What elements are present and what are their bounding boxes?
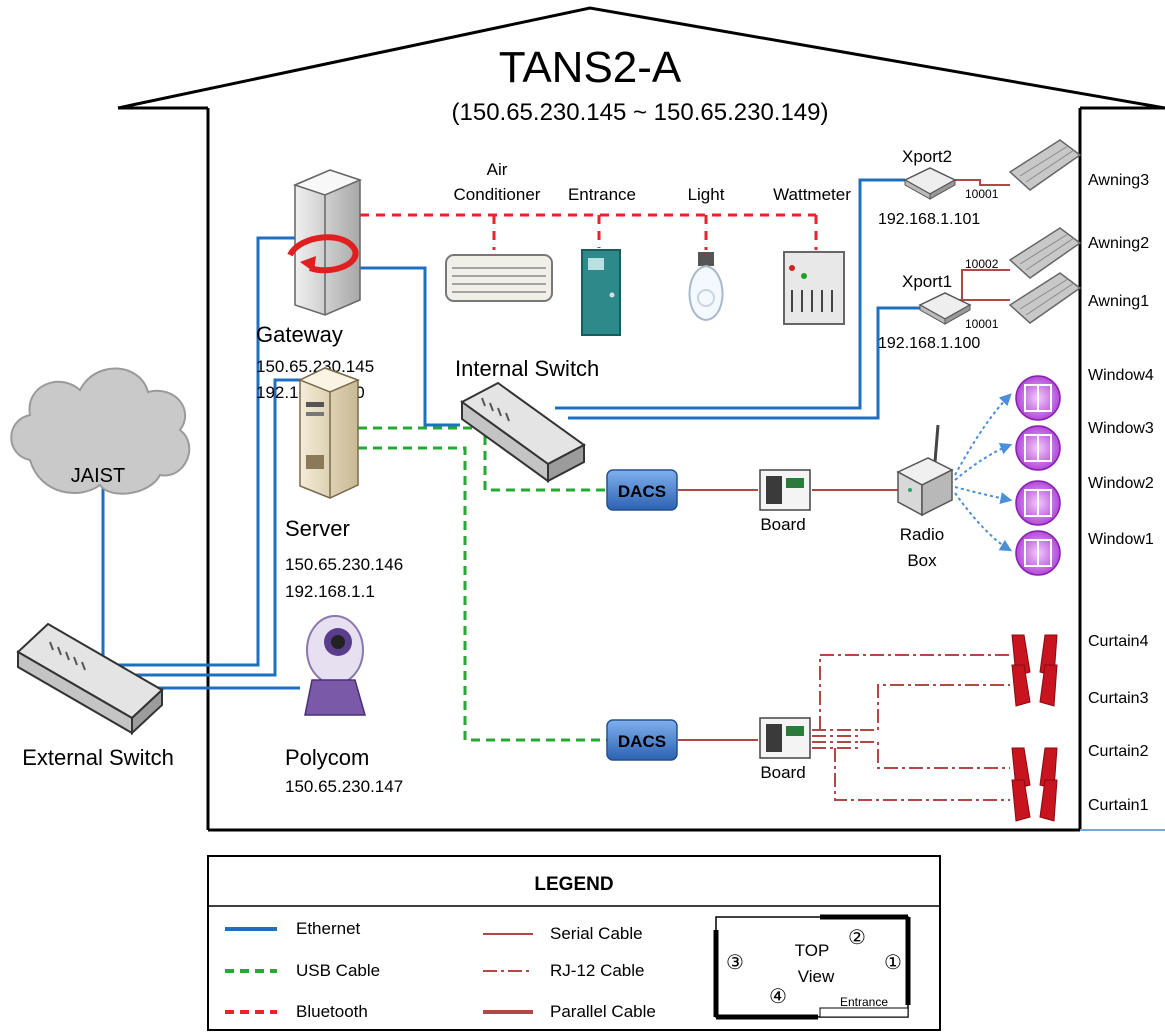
house-outline bbox=[117, 6, 1165, 832]
legend-title: LEGEND bbox=[534, 874, 613, 895]
board-bottom-label: Board bbox=[760, 763, 805, 782]
window-icons bbox=[1015, 375, 1061, 576]
window-label: Window1 bbox=[1088, 531, 1154, 548]
board-bottom-icon bbox=[759, 717, 811, 759]
radio-box-label-1: Radio bbox=[900, 525, 944, 544]
air-conditioner-label-1: Air bbox=[487, 160, 508, 179]
air-conditioner-label-2: Conditioner bbox=[454, 185, 541, 204]
gateway-icon bbox=[287, 169, 363, 316]
svg-text:DACS: DACS bbox=[618, 732, 666, 751]
wattmeter-label: Wattmeter bbox=[773, 185, 851, 204]
legend-bluetooth-label: Bluetooth bbox=[296, 1002, 368, 1021]
awning-label: Awning1 bbox=[1088, 293, 1149, 310]
server-ip1: 150.65.230.146 bbox=[285, 555, 403, 574]
legend-usb-label: USB Cable bbox=[296, 961, 380, 980]
curtain-label: Curtain4 bbox=[1088, 633, 1149, 650]
awning-label: Awning2 bbox=[1088, 235, 1149, 252]
board-top-icon bbox=[759, 469, 811, 511]
top-view-n4: ④ bbox=[769, 986, 787, 1008]
window-icon bbox=[1015, 425, 1061, 471]
polycom-label: Polycom bbox=[285, 745, 369, 770]
house-title: TANS2-A bbox=[499, 43, 682, 92]
xport1-icon bbox=[918, 292, 972, 325]
radio-box-label-2: Box bbox=[907, 551, 937, 570]
dacs-bottom: DACS bbox=[606, 719, 678, 761]
polycom-ip: 150.65.230.147 bbox=[285, 777, 403, 796]
usb-cables bbox=[358, 426, 607, 742]
window-label: Window2 bbox=[1088, 475, 1154, 492]
legend-ethernet-label: Ethernet bbox=[296, 919, 361, 938]
house-ip-range: (150.65.230.145 ~ 150.65.230.149) bbox=[452, 99, 829, 126]
xport2-port: 10001 bbox=[965, 187, 999, 201]
xport2-label: Xport2 bbox=[902, 147, 952, 166]
curtain-label: Curtain3 bbox=[1088, 690, 1149, 707]
top-view-label-1: TOP bbox=[795, 941, 830, 960]
top-view-diagram: TOP View Entrance ① ② ③ ④ bbox=[713, 914, 911, 1020]
server-label: Server bbox=[285, 516, 350, 541]
internal-switch-label: Internal Switch bbox=[455, 356, 599, 381]
radio-box-icon bbox=[896, 424, 954, 517]
jaist-cloud: JAIST bbox=[10, 367, 191, 495]
window-icon bbox=[1015, 530, 1061, 576]
board-top-label: Board bbox=[760, 515, 805, 534]
top-view-n1: ① bbox=[884, 952, 902, 974]
window-label: Window3 bbox=[1088, 420, 1154, 437]
curtain-label: Curtain1 bbox=[1088, 797, 1149, 814]
top-view-entrance: Entrance bbox=[840, 995, 888, 1009]
window-icon bbox=[1015, 480, 1061, 526]
legend-parallel-label: Parallel Cable bbox=[550, 1002, 656, 1021]
entrance-door-icon bbox=[581, 249, 621, 336]
external-switch-icon bbox=[16, 622, 164, 736]
xport1-port-b: 10001 bbox=[965, 317, 999, 331]
window-icon bbox=[1015, 375, 1061, 421]
xport2-icon bbox=[903, 167, 957, 200]
curtain-icons bbox=[1011, 634, 1058, 822]
xport1-label: Xport1 bbox=[902, 272, 952, 291]
gateway-ip1: 150.65.230.145 bbox=[256, 357, 374, 376]
curtain-labels: Curtain4 Curtain3 Curtain2 Curtain1 bbox=[1088, 633, 1149, 814]
awning-labels: Awning3 Awning2 Awning1 bbox=[1088, 172, 1149, 310]
radio-links bbox=[954, 393, 1013, 552]
internal-switch-icon bbox=[460, 381, 586, 483]
server-icon bbox=[298, 367, 361, 499]
polycom-icon bbox=[304, 615, 366, 716]
air-conditioner-icon bbox=[445, 254, 553, 302]
jaist-label: JAIST bbox=[71, 465, 125, 487]
window-label: Window4 bbox=[1088, 367, 1154, 384]
top-view-label-2: View bbox=[798, 967, 835, 986]
svg-text:DACS: DACS bbox=[618, 482, 666, 501]
server-ip2: 192.168.1.1 bbox=[285, 582, 375, 601]
rj12-cables bbox=[812, 654, 1010, 801]
bluetooth-links bbox=[360, 213, 818, 250]
curtain-label: Curtain2 bbox=[1088, 743, 1149, 760]
entrance-label: Entrance bbox=[568, 185, 636, 204]
xport1-ip: 192.168.1.100 bbox=[878, 335, 980, 352]
awning-icon bbox=[1008, 139, 1082, 324]
xport2-ip: 192.168.1.101 bbox=[878, 211, 980, 228]
legend-rj12-label: RJ-12 Cable bbox=[550, 961, 645, 980]
top-view-n3: ③ bbox=[726, 952, 744, 974]
light-label: Light bbox=[688, 185, 725, 204]
external-switch-label: External Switch bbox=[22, 745, 174, 770]
awning-label: Awning3 bbox=[1088, 172, 1149, 189]
wattmeter-icon bbox=[783, 251, 845, 325]
light-bulb-icon bbox=[688, 252, 724, 322]
gateway-label: Gateway bbox=[256, 322, 343, 347]
legend: LEGEND Ethernet USB Cable Bluetooth Seri… bbox=[207, 855, 941, 1031]
xport1-port-a: 10002 bbox=[965, 257, 999, 271]
dacs-top: DACS bbox=[606, 469, 678, 511]
top-view-n2: ② bbox=[848, 927, 866, 949]
legend-serial-label: Serial Cable bbox=[550, 924, 643, 943]
window-labels: Window4 Window3 Window2 Window1 bbox=[1088, 367, 1154, 548]
